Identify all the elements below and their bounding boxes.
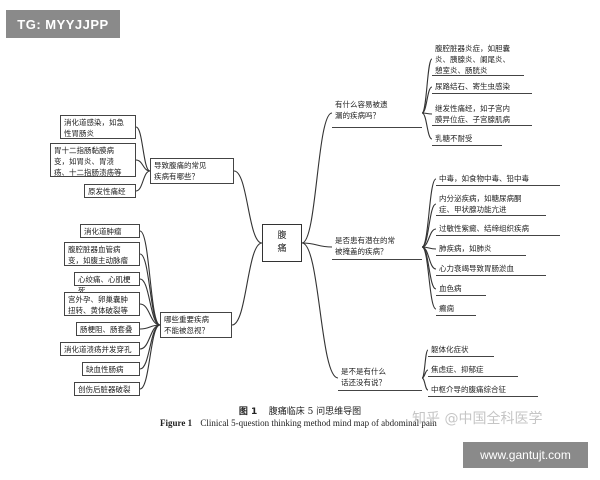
- branch-4-item-2: 心绞痛、心肌梗死: [74, 272, 140, 295]
- branch-4-link-3: [139, 303, 161, 326]
- branch-2-link-2: [421, 377, 429, 391]
- branch-1-item-4: 心力衰竭导致胃肠淤血: [436, 262, 546, 276]
- caption-cn-label: 图 1: [238, 407, 258, 417]
- branch-1-item-6: 癫痫: [436, 302, 476, 316]
- branch-4-item-6: 缺血性肠病: [82, 362, 140, 376]
- branch-0-link-1: [421, 86, 433, 114]
- branch-question-1: 是否患有潜在的常 被掩盖的疾病？: [332, 234, 422, 260]
- branch-question-3: 导致腹痛的常见 疾病有哪些？: [150, 158, 234, 184]
- caption-en-text: Clinical 5-question thinking method mind…: [200, 418, 437, 428]
- branch-4-link-2: [139, 278, 161, 326]
- branch-4-item-7: 创伤后脏器破裂: [74, 382, 140, 396]
- branch-question-0: 有什么容易被遗 漏的疾病吗？: [332, 98, 422, 128]
- branch-1-item-3: 肺疾病，如肺炎: [436, 242, 526, 256]
- caption-english: Figure 1 Clinical 5-question thinking me…: [160, 418, 590, 428]
- branch-1-link-6: [421, 246, 437, 310]
- branch-3-link-0: [135, 126, 151, 172]
- branch-0-item-1: 尿路结石、寄生虫感染: [432, 80, 532, 94]
- caption-chinese: 图 1 腹痛临床 5 问思维导图: [0, 404, 600, 417]
- branch-4-item-4: 肠梗阻、肠套叠: [76, 322, 140, 336]
- branch-2-item-1: 焦虑症、抑郁症: [428, 363, 518, 377]
- branch-4-item-0: 消化道肿瘤: [80, 224, 140, 238]
- root-to-branch-3: [233, 170, 263, 244]
- branch-4-link-6: [139, 324, 161, 370]
- branch-1-item-2: 过敏性紫癜、结缔组织疾病: [436, 222, 560, 236]
- root-to-branch-1: [301, 242, 333, 248]
- branch-question-2: 是不是有什么 话还没有说？: [338, 365, 422, 391]
- branch-3-item-1: 胃十二指肠黏膜病 变，如胃炎、胃溃 疡、十二指肠溃疡等: [50, 143, 136, 177]
- root-node: 腹 痛: [262, 224, 302, 262]
- branch-1-link-2: [421, 228, 437, 248]
- caption-en-label: Figure 1: [160, 418, 193, 428]
- branch-2-item-0: 躯体化症状: [428, 343, 494, 357]
- root-to-branch-4: [231, 242, 263, 326]
- site-badge: www.gantujt.com: [463, 442, 588, 468]
- branch-4-link-0: [139, 230, 161, 326]
- branch-2-item-2: 中枢介导的腹痛综合征: [428, 383, 538, 397]
- branch-question-4: 哪些重要疾病 不能被忽视？: [160, 312, 232, 338]
- branch-1-item-0: 中毒，如食物中毒、铅中毒: [436, 172, 560, 186]
- branch-3-item-0: 消化道感染，如急 性胃肠炎: [60, 115, 136, 139]
- branch-1-item-1: 内分泌疾病，如糖尿病酮 症、甲状腺功能亢进: [436, 192, 546, 216]
- root-to-branch-0: [301, 112, 333, 244]
- zhihu-watermark: 知乎 @中国全科医学: [412, 411, 543, 427]
- caption-cn-text: 腹痛临床 5 问思维导图: [268, 407, 362, 417]
- branch-3-link-1: [135, 159, 151, 172]
- branch-1-item-5: 血色病: [436, 282, 486, 296]
- branch-3-link-2: [135, 170, 151, 192]
- branch-4-item-1: 腹腔脏器血管病 变，如腹主动脉瘤: [64, 242, 140, 266]
- branch-0-item-0: 腹腔脏器炎症，如胆囊 炎、胰腺炎、阑尾炎、 憩室炎、肠胱炎: [432, 42, 524, 76]
- branch-0-link-0: [421, 58, 433, 114]
- branch-4-item-5: 消化道溃疡并发穿孔: [60, 342, 140, 356]
- telegram-badge: TG: MYYJJPP: [6, 10, 120, 38]
- branch-0-link-3: [421, 112, 433, 140]
- branch-3-item-2: 原发性痛经: [84, 184, 136, 198]
- branch-0-item-2: 继发性痛经，如子宫内 膜异位症、子宫腺肌病: [432, 102, 532, 126]
- branch-4-item-3: 宫外孕、卵巢囊肿 扭转、黄体破裂等: [64, 292, 140, 316]
- branch-4-link-7: [139, 324, 161, 390]
- root-to-branch-2: [301, 242, 339, 379]
- branch-1-link-1: [421, 203, 437, 248]
- branch-0-item-3: 乳糖不耐受: [432, 132, 502, 146]
